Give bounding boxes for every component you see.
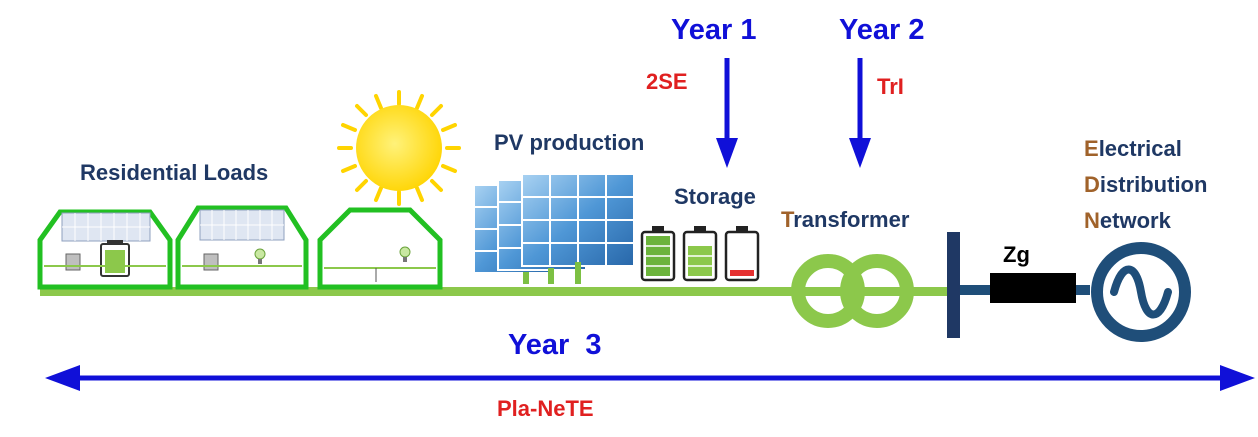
battery-charge-level — [730, 270, 754, 276]
impedance-label: Zg — [1003, 242, 1030, 267]
year3-label: Year 3 — [508, 329, 602, 361]
pv-production-label: PV production — [494, 130, 645, 155]
year2-label: Year 2 — [839, 14, 925, 46]
network-rest-1: lectrical — [1098, 136, 1182, 161]
transformer-initial: T — [781, 207, 794, 232]
network-rest-3: etwork — [1099, 208, 1171, 233]
battery-cap — [694, 226, 706, 232]
ac-source-icon — [1091, 242, 1191, 342]
battery-cap — [652, 226, 664, 232]
year1-label: Year 1 — [671, 14, 757, 46]
transformer-icon — [791, 254, 914, 328]
network-label-line2: Distribution — [1084, 172, 1207, 198]
sun-icon — [337, 90, 461, 206]
year3-double-arrow — [45, 365, 1255, 391]
network-rest-2: istribution — [1099, 172, 1208, 197]
transformer-rest: ransformer — [793, 207, 910, 232]
year1-arrow — [716, 58, 738, 168]
residential-loads-label: Residential Loads — [80, 160, 269, 185]
plan-name-label: Pla-NeTE — [497, 396, 594, 421]
network-initial-n: N — [1084, 208, 1100, 233]
label-trl: TrI — [877, 74, 904, 99]
bus-bar — [947, 232, 960, 338]
year2-arrow — [849, 58, 871, 168]
house-3-icon — [317, 207, 443, 290]
pv-panels-icon — [473, 173, 635, 284]
network-initial-d: D — [1084, 172, 1100, 197]
storage-label: Storage — [674, 184, 756, 209]
transformer-label: Transformer — [781, 207, 909, 233]
house-2-icon — [175, 205, 309, 290]
battery-body — [724, 230, 760, 282]
label-2se: 2SE — [646, 69, 688, 94]
network-initial-e: E — [1084, 136, 1099, 161]
network-label-line1: Electrical — [1084, 136, 1182, 162]
house-1-icon — [37, 209, 173, 290]
battery-cap — [736, 226, 748, 232]
storage-batteries — [640, 226, 760, 282]
network-label-line3: Network — [1084, 208, 1171, 234]
bus-line — [40, 287, 955, 296]
battery-charge-level — [688, 246, 712, 276]
impedance-block — [990, 273, 1076, 303]
